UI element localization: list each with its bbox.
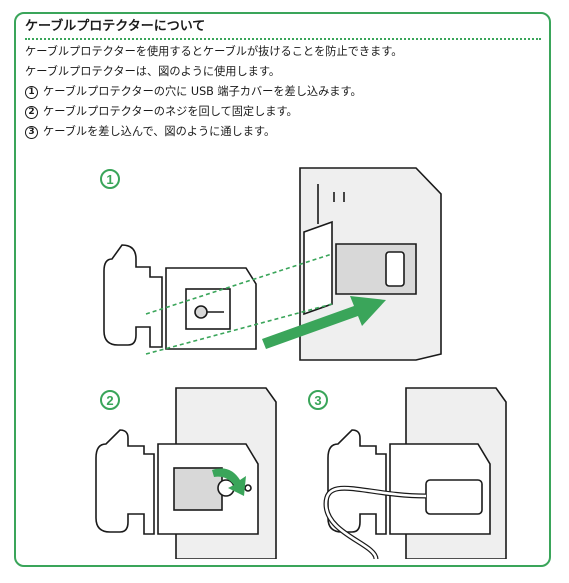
section-title: ケーブルプロテクターについて [25,16,541,40]
step-text-1: ケーブルプロテクターの穴に USB 端子カバーを差し込みます。 [43,85,362,98]
intro-line-1: ケーブルプロテクターを使用するとケーブルが抜けることを防止できます。 [25,45,403,58]
cable-protector-drawing-2 [95,429,155,535]
intro-line-2: ケーブルプロテクターは、図のように使用します。 [25,65,281,78]
usb-plug-drawing [425,479,483,515]
cable-protector-drawing-3 [327,429,387,535]
figure-callout-3: 3 [308,390,328,410]
step-1: 1 ケーブルプロテクターの穴に USB 端子カバーを差し込みます。 [25,82,545,102]
step-3: 3 ケーブルを差し込んで、図のように通します。 [25,122,545,142]
info-panel: ケーブルプロテクターについて ケーブルプロテクターを使用するとケーブルが抜けるこ… [14,12,551,567]
figure-1-illustration [103,167,442,361]
figure-callout-2: 2 [100,390,120,410]
step-number-2: 2 [25,105,38,119]
rotate-arrow [212,468,246,496]
step-text-3: ケーブルを差し込んで、図のように通します。 [43,125,276,138]
step-number-1: 1 [25,85,38,99]
figure-2-illustration [95,387,277,559]
figure-3: 3 [306,384,526,559]
figure-callout-1: 1 [100,169,120,189]
body-text: ケーブルプロテクターを使用するとケーブルが抜けることを防止できます。 ケーブルプ… [25,42,545,142]
figure-3-illustration [323,387,507,559]
figure-2: 2 [86,384,296,559]
step-number-3: 3 [25,125,38,139]
figure-1: 1 [86,164,466,384]
step-2: 2 ケーブルプロテクターのネジを回して固定します。 [25,102,545,122]
insert-arrow [262,296,386,349]
step-text-2: ケーブルプロテクターのネジを回して固定します。 [43,105,298,118]
cable-protector-drawing [103,244,163,348]
